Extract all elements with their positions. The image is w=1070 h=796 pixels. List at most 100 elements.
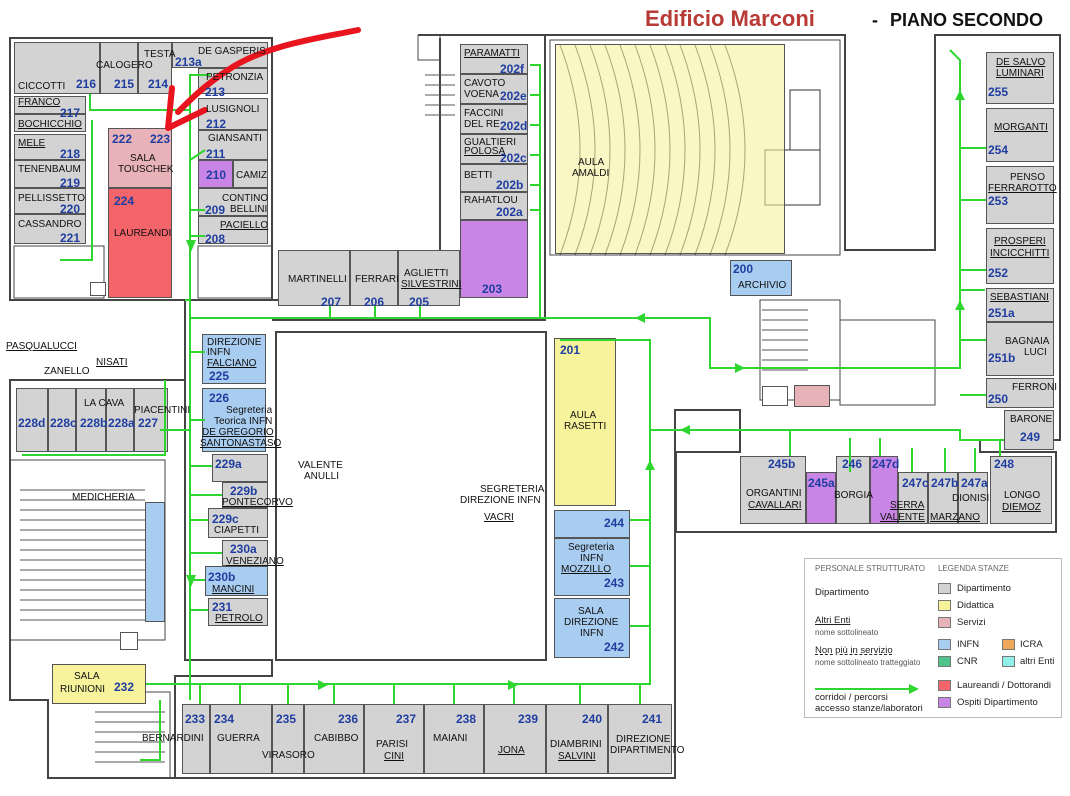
room-234 [210, 704, 272, 774]
room-occupant: BARONE [1010, 414, 1053, 425]
room-number: 227 [138, 416, 159, 430]
room-occupant: VENEZIANO [226, 556, 284, 567]
legend-personnel-heading: PERSONALE STRUTTURATO [815, 564, 925, 573]
room-number: 235 [276, 712, 297, 726]
room-number: 228a [108, 416, 135, 430]
room-number: 202c [500, 151, 527, 165]
room-name: INFN [580, 628, 604, 639]
room-number: 254 [988, 143, 1009, 157]
room-number: 220 [60, 202, 81, 216]
room-name: RIUNIONI [60, 684, 105, 695]
room-occupant: PELLISSETTO [18, 193, 86, 204]
room-occupant: PACIELLO [220, 220, 269, 231]
room-occupant: FACCINI [464, 108, 504, 119]
room-247a [958, 472, 988, 524]
room-number: 231 [212, 600, 233, 614]
room-occupant: FALCIANO [207, 358, 257, 369]
room-number: 249 [1020, 430, 1041, 444]
legend-swatch-icra [1002, 639, 1015, 650]
room-251b [986, 322, 1054, 376]
room-207 [278, 250, 350, 306]
room-number: 253 [988, 194, 1009, 208]
room-244 [554, 510, 630, 538]
room-number: 247b [931, 476, 959, 490]
room-number: 210 [206, 168, 227, 182]
room-occupant: FRANCO [18, 97, 61, 108]
room-number: 205 [409, 295, 430, 309]
room-occupant: PENSO [1010, 172, 1046, 183]
room-number: 223 [150, 132, 171, 146]
room-number: 206 [364, 295, 385, 309]
legend-label: Servizi [957, 617, 986, 628]
room-number: 228c [50, 416, 77, 430]
room-occupant: PIACENTINI [134, 405, 191, 416]
room-number: 247a [961, 476, 988, 490]
room-name: Teorica INFN [214, 416, 273, 427]
room-number: 219 [60, 176, 81, 190]
room-occupant: CICCOTTI [18, 81, 66, 92]
room-number: 245a [808, 476, 835, 490]
room-occupant: ORGANTINI [746, 488, 802, 499]
room-name: INFN [207, 347, 231, 358]
legend-label: Dipartimento [957, 583, 1011, 594]
legend-label: Laureandi / Dottorandi [957, 680, 1052, 691]
room-number: 241 [642, 712, 663, 726]
legend-label: ICRA [1020, 639, 1043, 650]
room-occupant: PASQUALUCCI [6, 341, 77, 352]
room-200 [730, 260, 792, 296]
room-number: 222 [112, 132, 133, 146]
legend-label: INFN [957, 639, 980, 650]
room-occupant: GUERRA [217, 733, 260, 744]
room-name: SALA [130, 153, 156, 164]
room-201 [554, 338, 616, 506]
room-242 [554, 598, 630, 658]
room-245a [806, 472, 836, 524]
room-219 [14, 160, 86, 188]
room-number: 252 [988, 266, 1009, 280]
room-216 [14, 42, 100, 94]
room-number: 229c [212, 512, 239, 526]
room-occupant: CONTINO [222, 193, 269, 204]
room-number: 213a [175, 55, 202, 69]
room-name: DIREZIONE [564, 617, 619, 628]
room-number: 202f [500, 62, 525, 76]
room-number: 225 [209, 369, 230, 383]
title-separator: - [872, 10, 878, 30]
room-number: 200 [733, 262, 754, 276]
room-name: DIREZIONE INFN [460, 495, 541, 506]
legend-swatch-servizi [938, 617, 951, 628]
room-236 [304, 704, 364, 774]
room-number: 230b [208, 570, 236, 584]
room-number: 228d [18, 416, 46, 430]
room-bochicchio [14, 114, 86, 132]
room-228d [16, 388, 48, 452]
room-250 [986, 378, 1054, 408]
room-221 [14, 214, 86, 244]
room-229b [222, 482, 268, 508]
room-name: DIPARTIMENTO [610, 745, 685, 756]
legend-box: PERSONALE STRUTTURATO LEGENDA STANZE Dip… [804, 558, 1062, 718]
room-occupant: INCICCHITTI [990, 248, 1050, 259]
room-number: 213 [205, 85, 226, 99]
room-occupant: FERRONI [1012, 382, 1057, 393]
room-occupant: BOCHICCHIO [18, 119, 82, 130]
room-222-223 [108, 128, 172, 188]
room-206 [350, 250, 398, 306]
room-218 [14, 134, 86, 160]
room-number: 217 [60, 106, 81, 120]
room-215 [100, 42, 138, 94]
room-occupant: VALENTE [880, 512, 925, 523]
aula-amaldi-label: AMALDI [572, 168, 610, 179]
room-202a [460, 192, 528, 220]
room-230a [222, 540, 268, 566]
room-occupant: CABIBBO [314, 733, 359, 744]
medicheria-label: MEDICHERIA [72, 492, 135, 503]
room-occupant: RAHATLOU [464, 195, 518, 206]
room-occupant: LA CAVA [84, 398, 125, 409]
room-name: TOUSCHEK [118, 164, 174, 175]
legend-corridoi-2: accesso stanze/laboratori [815, 703, 923, 714]
room-208 [198, 216, 268, 244]
room-225 [202, 334, 266, 384]
room-229c [208, 508, 268, 538]
room-number: 211 [206, 147, 226, 161]
